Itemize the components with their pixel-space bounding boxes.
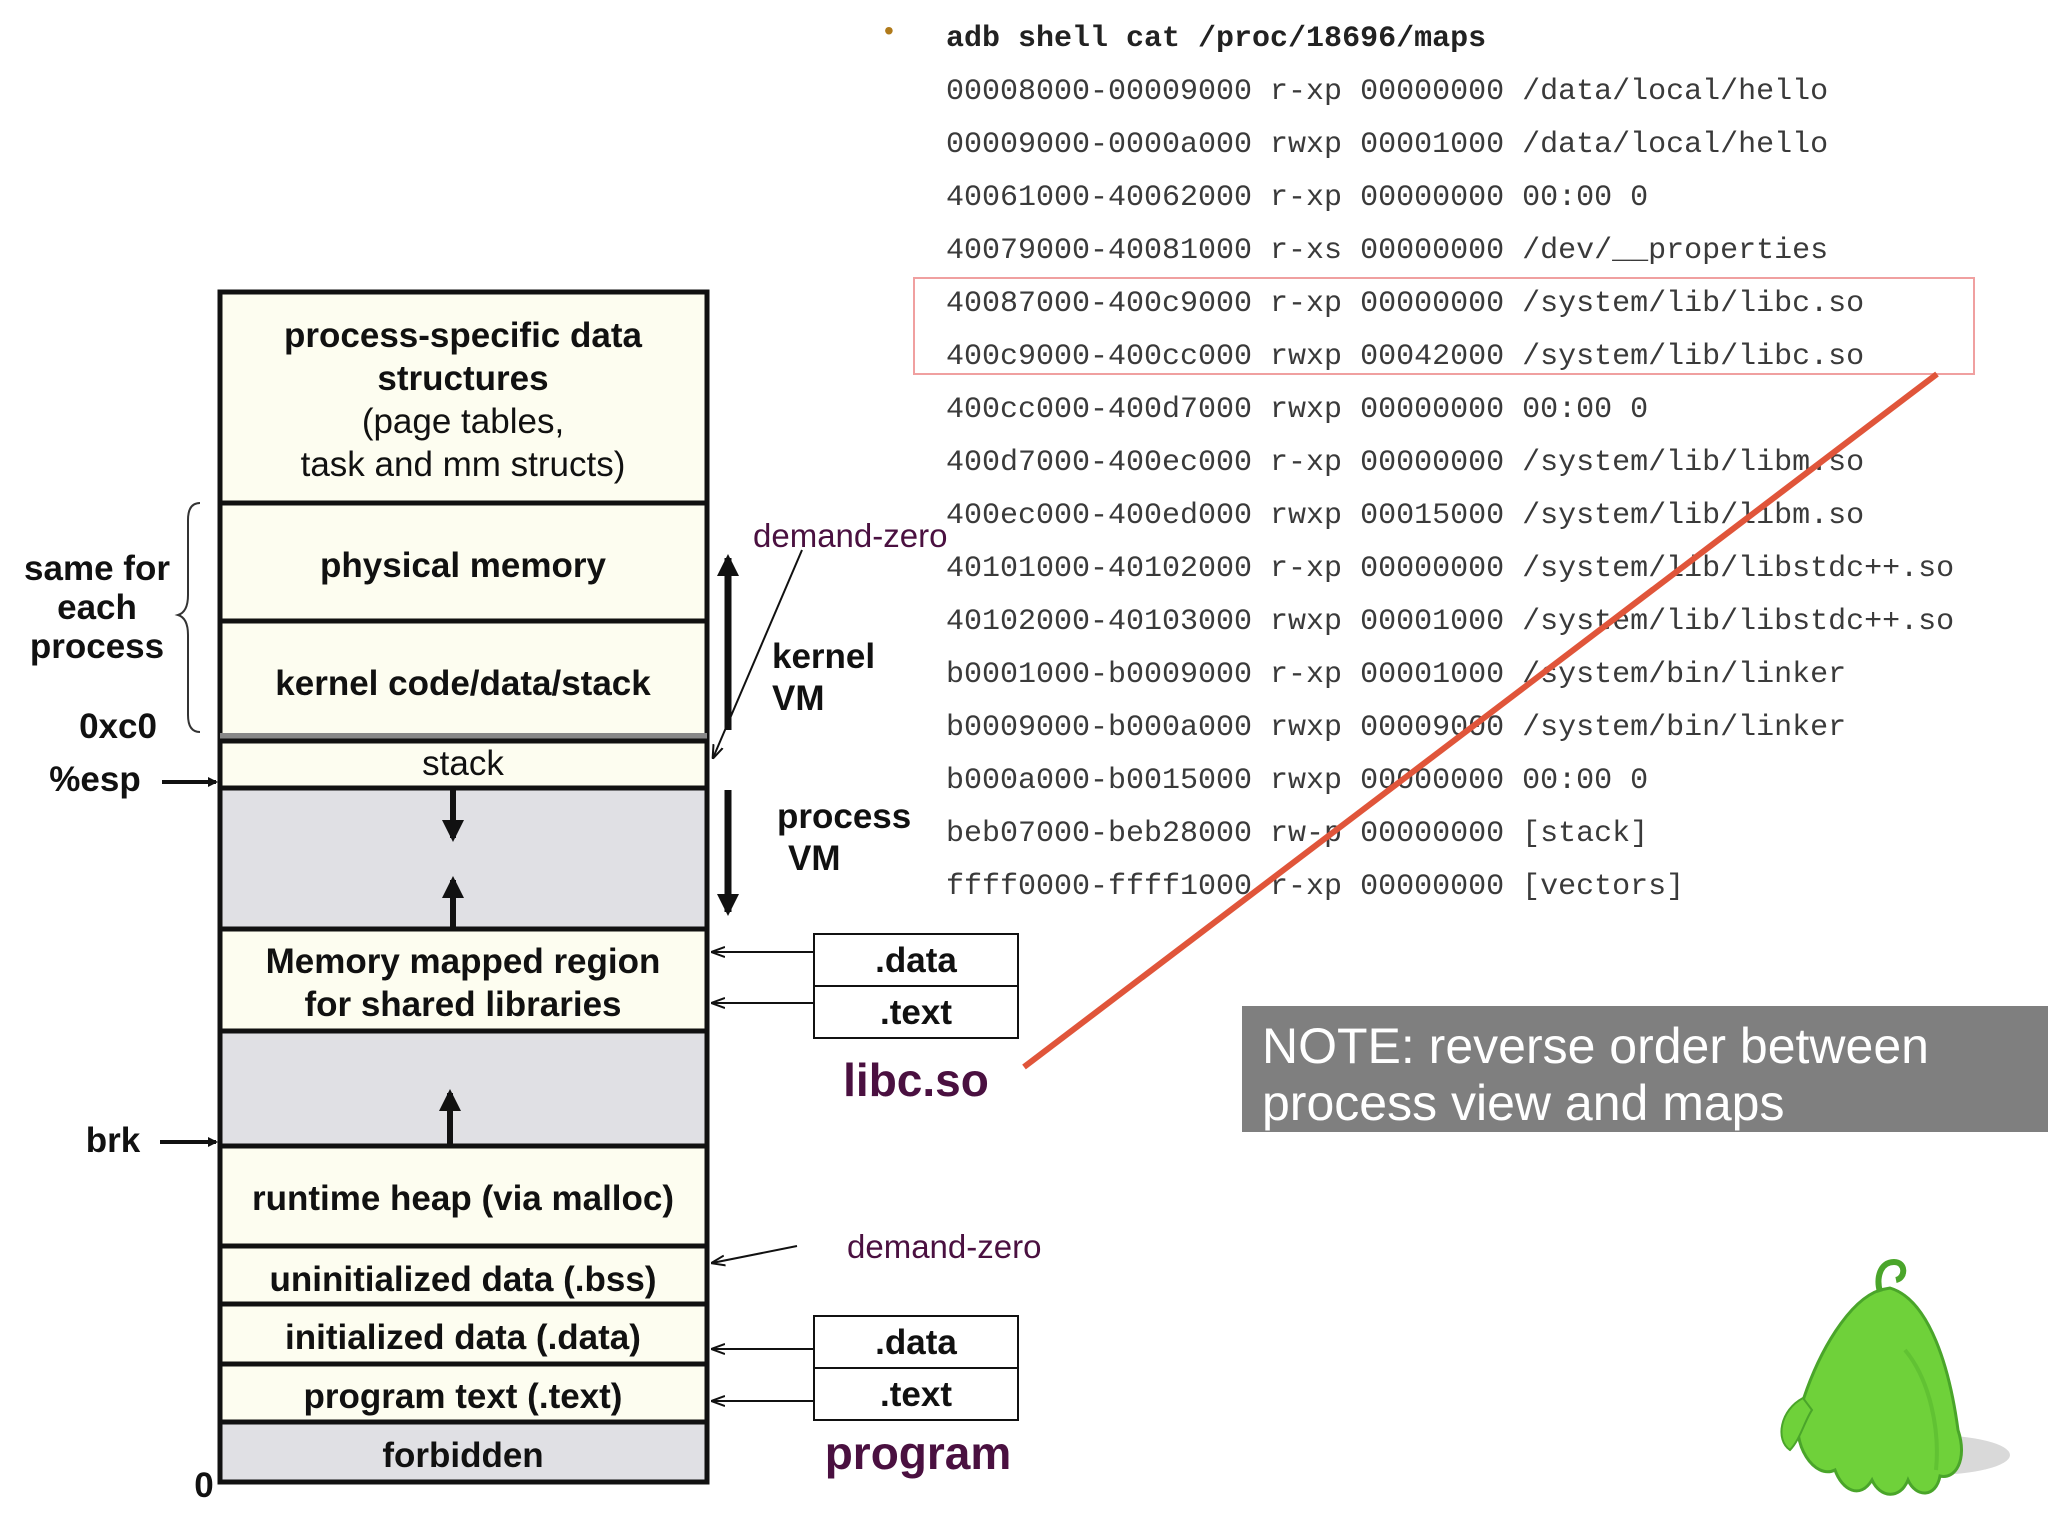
libc-highlight-box	[913, 277, 1975, 375]
demand-zero-bottom-pointer	[712, 1245, 798, 1263]
maps-line: 00009000-0000a000 rwxp 00001000 /data/lo…	[946, 128, 1828, 162]
segment-label-line: (page tables,	[362, 402, 564, 441]
segment-label-line: stack	[422, 744, 504, 783]
same-for-each-process-label: same for	[24, 549, 170, 588]
vm-labels: kernel VM process VM demand-zero demand-…	[712, 517, 1041, 1265]
maps-line: 40101000-40102000 r-xp 00000000 /system/…	[946, 552, 1954, 586]
program-name: program	[825, 1427, 1012, 1479]
segment-label-line: runtime heap (via malloc)	[252, 1179, 674, 1218]
demand-zero-top-label: demand-zero	[753, 517, 947, 554]
segment-label-line: task and mm structs)	[301, 445, 626, 484]
segment-label-line: forbidden	[382, 1436, 543, 1475]
segment-label-line: process-specific data	[284, 316, 642, 355]
maps-line: 40087000-400c9000 r-xp 00000000 /system/…	[946, 287, 1864, 321]
libc-connector-line	[1022, 371, 1939, 1070]
segment-process-specific-data: process-specific data structures (page t…	[217, 289, 710, 506]
maps-lines: 00008000-00009000 r-xp 00000000 /data/lo…	[946, 75, 1954, 904]
program-text-label: .text	[880, 1375, 952, 1414]
process-vm-label: process	[777, 797, 911, 836]
memory-column: process-specific data structures (page t…	[217, 289, 710, 1485]
note-line: process view and maps	[1262, 1075, 1784, 1131]
demand-zero-top-pointer	[713, 549, 803, 758]
android-mascot-icon	[1780, 1258, 2010, 1496]
demand-zero-bottom-label: demand-zero	[847, 1228, 1041, 1265]
maps-command: adb shell cat /proc/18696/maps	[946, 22, 1486, 56]
segment-label-line: initialized data (.data)	[285, 1318, 641, 1357]
note-box: NOTE: reverse order between process view…	[1242, 1006, 2048, 1132]
segment-label-line: uninitialized data (.bss)	[270, 1260, 657, 1299]
kernel-vm-label: kernel	[772, 637, 875, 676]
segment-physical-memory: physical memory	[217, 500, 710, 624]
kernel-vm-label: VM	[772, 679, 825, 718]
segment-data: initialized data (.data)	[217, 1301, 710, 1367]
program-box: .data .text program	[712, 1315, 1019, 1479]
program-data-label: .data	[875, 1323, 957, 1362]
maps-line: beb07000-beb28000 rw-p 00000000 [stack]	[946, 817, 1648, 851]
segment-kernel-code: kernel code/data/stack	[217, 618, 710, 740]
segment-label-line: for shared libraries	[304, 985, 621, 1024]
segment-label-line: kernel code/data/stack	[275, 664, 651, 703]
segment-label-line: program text (.text)	[304, 1377, 623, 1416]
segment-stack: stack	[217, 738, 710, 791]
maps-line: 40061000-40062000 r-xp 00000000 00:00 0	[946, 181, 1648, 215]
segment-forbidden: forbidden	[217, 1419, 710, 1485]
maps-line: b000a000-b0015000 rwxp 00000000 00:00 0	[946, 764, 1648, 798]
segment-label-line: physical memory	[320, 546, 606, 585]
maps-line: b0009000-b000a000 rwxp 00009000 /system/…	[946, 711, 1846, 745]
esp-label: %esp	[49, 760, 140, 799]
segment-stack-gap	[217, 785, 710, 932]
maps-line: 400cc000-400d7000 rwxp 00000000 00:00 0	[946, 393, 1648, 427]
left-labels: same for each process 0xc0 %esp brk 0	[24, 502, 218, 1505]
segment-text: program text (.text)	[217, 1361, 710, 1425]
process-vm-label: VM	[788, 839, 841, 878]
kernel-boundary-strip	[220, 733, 707, 741]
segment-bss: uninitialized data (.bss)	[217, 1243, 710, 1307]
bullet-icon: •	[884, 15, 894, 46]
maps-listing: • adb shell cat /proc/18696/maps 0000800…	[884, 15, 1975, 904]
libc-so-box: .data .text libc.so	[712, 933, 1019, 1106]
zero-address-label: 0	[194, 1466, 213, 1505]
maps-line: 40079000-40081000 r-xs 00000000 /dev/__p…	[946, 234, 1828, 268]
maps-line: 400c9000-400cc000 rwxp 00042000 /system/…	[946, 340, 1864, 374]
segment-memory-mapped-region: Memory mapped region for shared librarie…	[217, 926, 710, 1034]
maps-line: 40102000-40103000 rwxp 00001000 /system/…	[946, 605, 1954, 639]
segment-heap-gap	[217, 1028, 710, 1149]
same-for-each-process-label: each	[57, 588, 137, 627]
libc-data-label: .data	[875, 941, 957, 980]
segment-label-line: Memory mapped region	[266, 942, 661, 981]
hex-0xc0-label: 0xc0	[79, 707, 157, 746]
libc-so-name: libc.so	[843, 1054, 989, 1106]
libc-text-label: .text	[880, 993, 952, 1032]
brk-label: brk	[86, 1121, 141, 1160]
maps-line: ffff0000-ffff1000 r-xp 00000000 [vectors…	[946, 870, 1684, 904]
segment-runtime-heap: runtime heap (via malloc)	[217, 1143, 710, 1249]
maps-line: 400ec000-400ed000 rwxp 00015000 /system/…	[946, 499, 1864, 533]
maps-line: 400d7000-400ec000 r-xp 00000000 /system/…	[946, 446, 1864, 480]
same-for-each-process-label: process	[30, 627, 164, 666]
segment-label-line: structures	[377, 359, 548, 398]
maps-line: b0001000-b0009000 r-xp 00001000 /system/…	[946, 658, 1846, 692]
curly-brace	[174, 502, 201, 733]
note-line: NOTE: reverse order between	[1262, 1018, 1929, 1074]
maps-line: 00008000-00009000 r-xp 00000000 /data/lo…	[946, 75, 1828, 109]
